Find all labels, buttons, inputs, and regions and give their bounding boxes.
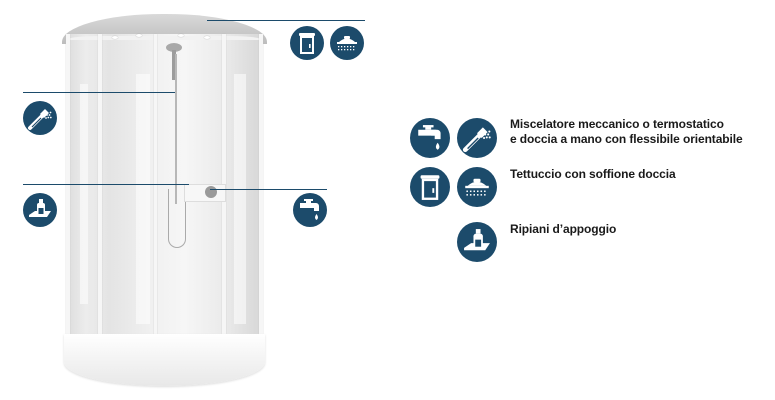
cabin-top-frame [66,36,263,40]
shower-tray [64,334,265,386]
leader-line-hand-shower [23,92,175,93]
shelf-bottle-icon [23,193,57,227]
shower-head-icon [457,167,497,207]
roof-cabin-icon [290,26,324,60]
faucet-icon [293,193,327,227]
glass-reflection [80,84,88,304]
shower-head-icon [330,26,364,60]
legend-item-roof: Tettuccio con soffione doccia [510,167,676,182]
leader-line-shelves [23,184,189,185]
glass-reflection [234,74,246,324]
leader-line-mixer [210,189,327,190]
ceiling-light [178,34,184,37]
mixer-knob [205,186,217,198]
shower-rail [175,54,177,204]
cabin-frame-left [66,34,70,344]
cabin-frame [98,34,102,344]
legend-item-mixer: Miscelatore meccanico o termostatico e d… [510,117,743,147]
ceiling-light [136,34,142,37]
ceiling-light [112,36,118,39]
shower-head [166,43,182,52]
hand-shower-icon [457,118,497,158]
glass-reflection [136,74,150,324]
legend-item-line: Tettuccio con soffione doccia [510,167,676,181]
faucet-icon [410,118,450,158]
legend-item-shelves: Ripiani d’appoggio [510,222,616,237]
legend-item-line: e doccia a mano con flessibile orientabi… [510,132,743,146]
leader-line-roof [207,20,365,21]
hand-shower-icon [23,101,57,135]
hand-shower [172,50,176,80]
cabin-door-center [154,34,157,344]
shower-cabin-image [62,14,267,386]
shelf-bottle-icon [457,222,497,262]
roof-cabin-icon [410,167,450,207]
legend-item-line: Miscelatore meccanico o termostatico [510,117,724,131]
ceiling-light [204,36,210,39]
shower-hose [168,189,186,248]
legend-item-line: Ripiani d’appoggio [510,222,617,236]
